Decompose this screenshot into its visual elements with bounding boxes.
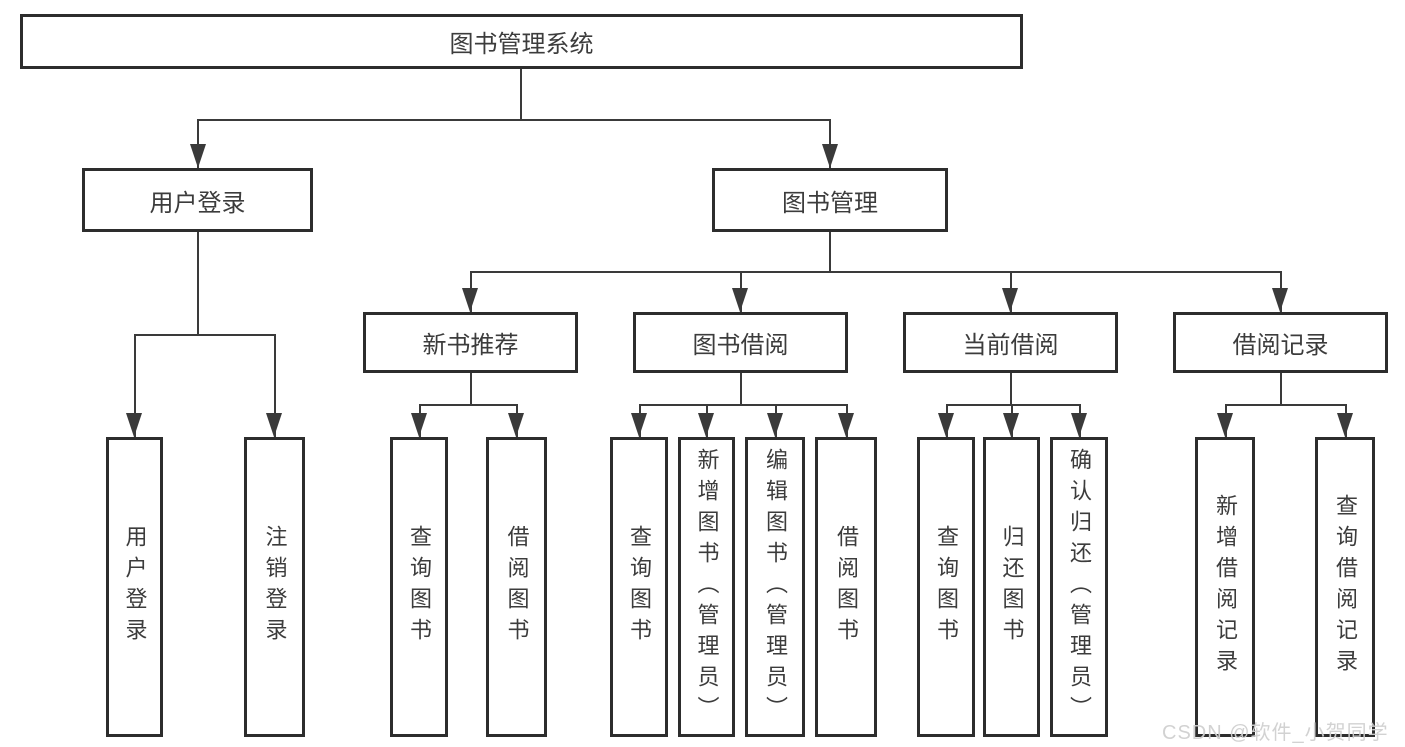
leaf-record-query-label: 查询借阅记录 (1333, 494, 1358, 680)
node-new-book-recommend: 新书推荐 (363, 312, 578, 373)
connector-line (740, 373, 742, 405)
leaf-borrow-add-admin-label: 新增图书（管理员） (694, 447, 720, 727)
connector-line (134, 334, 275, 336)
leaf-borrow-edit-admin: 编辑图书（管理员） (745, 437, 805, 737)
arrow-down-icon (266, 413, 282, 437)
leaf-borrow-edit-admin-label: 编辑图书（管理员） (763, 447, 788, 727)
arrow-down-icon (838, 413, 854, 437)
leaf-current-query-label: 查询图书 (934, 525, 959, 649)
leaf-current-query: 查询图书 (917, 437, 975, 737)
arrow-down-icon (190, 144, 206, 168)
leaf-current-return: 归还图书 (983, 437, 1040, 737)
arrow-down-icon (767, 413, 783, 437)
leaf-newbook-query: 查询图书 (390, 437, 448, 737)
node-borrowing-records: 借阅记录 (1173, 312, 1388, 373)
connector-line (470, 271, 1281, 273)
arrow-down-icon (1272, 288, 1288, 312)
node-current-borrowing-label: 当前借阅 (962, 332, 1059, 359)
leaf-user-login: 用户登录 (106, 437, 163, 737)
arrow-down-icon (1337, 413, 1353, 437)
leaf-record-query: 查询借阅记录 (1315, 437, 1375, 737)
connector-line (197, 232, 199, 335)
arrow-down-icon (938, 413, 954, 437)
connector-line (419, 404, 517, 406)
connector-line (197, 119, 830, 121)
node-book-management: 图书管理 (712, 168, 948, 232)
connector-line (829, 232, 831, 272)
leaf-current-confirm-admin-label: 确认归还（管理员） (1067, 447, 1092, 727)
connector-line (274, 334, 276, 437)
connector-line (639, 404, 846, 406)
arrow-down-icon (1003, 413, 1019, 437)
leaf-logout: 注销登录 (244, 437, 305, 737)
node-book-borrowing: 图书借阅 (633, 312, 848, 373)
arrow-down-icon (732, 288, 748, 312)
csdn-watermark: CSDN @软件_小贺同学 (1162, 722, 1389, 744)
arrow-down-icon (1002, 288, 1018, 312)
leaf-record-add: 新增借阅记录 (1195, 437, 1255, 737)
node-user-login-label: 用户登录 (149, 189, 246, 217)
arrow-down-icon (411, 413, 427, 437)
arrow-down-icon (462, 288, 478, 312)
connector-line (1225, 404, 1345, 406)
node-new-book-recommend-label: 新书推荐 (422, 332, 519, 359)
connector-line (197, 119, 199, 168)
connector-line (1280, 373, 1282, 405)
connector-line (470, 373, 472, 405)
leaf-logout-label: 注销登录 (262, 525, 288, 649)
connector-line (134, 334, 136, 437)
node-root-label: 图书管理系统 (449, 31, 594, 58)
node-current-borrowing: 当前借阅 (903, 312, 1118, 373)
node-root-system: 图书管理系统 (20, 14, 1023, 69)
arrow-down-icon (631, 413, 647, 437)
leaf-borrow-borrow-label: 借阅图书 (834, 525, 859, 649)
leaf-borrow-borrow: 借阅图书 (815, 437, 877, 737)
node-book-borrowing-label: 图书借阅 (692, 332, 789, 359)
arrow-down-icon (126, 413, 142, 437)
arrow-down-icon (822, 144, 838, 168)
arrow-down-icon (508, 413, 524, 437)
leaf-borrow-add-admin: 新增图书（管理员） (678, 437, 735, 737)
leaf-current-confirm-admin: 确认归还（管理员） (1050, 437, 1108, 737)
arrow-down-icon (1217, 413, 1233, 437)
arrow-down-icon (698, 413, 714, 437)
connector-line (829, 119, 831, 168)
node-book-management-label: 图书管理 (782, 189, 878, 217)
leaf-newbook-borrow: 借阅图书 (486, 437, 547, 737)
leaf-current-return-label: 归还图书 (999, 525, 1025, 649)
leaf-borrow-query-label: 查询图书 (627, 525, 652, 649)
arrow-down-icon (1071, 413, 1087, 437)
connector-line (520, 69, 522, 120)
node-user-login: 用户登录 (82, 168, 313, 232)
leaf-newbook-borrow-label: 借阅图书 (504, 525, 530, 649)
leaf-borrow-query: 查询图书 (610, 437, 668, 737)
leaf-user-login-label: 用户登录 (122, 525, 148, 649)
leaf-record-add-label: 新增借阅记录 (1213, 494, 1238, 680)
leaf-newbook-query-label: 查询图书 (407, 525, 432, 649)
connector-line (1010, 373, 1012, 405)
node-borrowing-records-label: 借阅记录 (1232, 332, 1329, 359)
